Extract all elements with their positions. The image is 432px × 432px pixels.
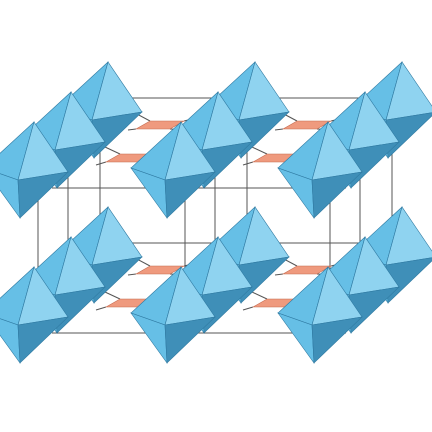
octahedron (130, 266, 216, 365)
planar-linkers (104, 120, 333, 308)
bond (274, 128, 284, 131)
octahedron (130, 121, 216, 220)
octahedra-chains (0, 61, 432, 365)
bond (242, 306, 254, 311)
bond (274, 273, 284, 276)
linker-rhomb (281, 120, 333, 130)
octahedron (0, 121, 69, 220)
bond (242, 161, 254, 166)
octahedron (277, 266, 363, 365)
octahedron (0, 266, 69, 365)
linker-rhomb (281, 265, 333, 275)
bond (95, 306, 107, 311)
octahedron (277, 121, 363, 220)
bond (127, 128, 137, 131)
linker-rhomb (134, 265, 186, 275)
linker-rhomb (134, 120, 186, 130)
bond (95, 161, 107, 166)
bond (127, 273, 137, 276)
